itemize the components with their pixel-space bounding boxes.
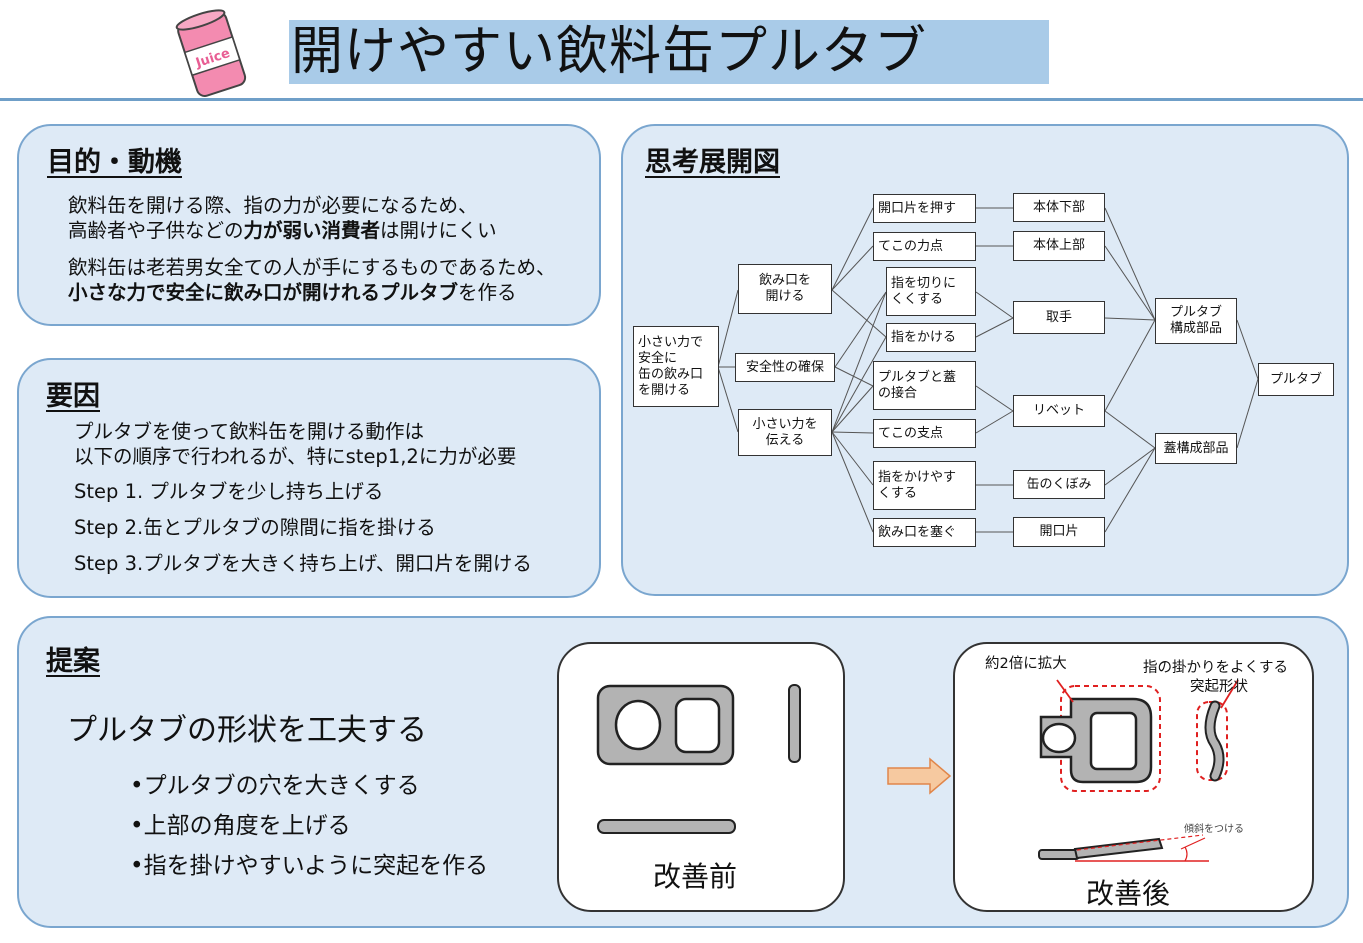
factors-line-2: 以下の順序で行われるが、特にstep1,2に力が必要 (74, 445, 517, 468)
pulltab-after-drawing (1038, 679, 1239, 862)
pulltab-before-drawing (596, 684, 801, 834)
purpose-line-1: 飲料缶を開ける際、指の力が必要になるため、 (68, 194, 478, 217)
mm-node-seal: 飲み口を塞ぐ (873, 518, 976, 547)
mm-node-open: 飲み口を 開ける (738, 264, 832, 314)
note-enlarge: 約2倍に拡大 (985, 656, 1067, 672)
mm-node-push: 開口片を押す (873, 194, 976, 223)
factors-panel (17, 358, 601, 598)
factors-heading: 要因 (46, 381, 100, 412)
factors-step-2: Step 2.缶とプルタブの隙間に指を掛ける (74, 516, 436, 539)
note-slope: 傾斜をつける (1184, 824, 1244, 835)
proposal-bullet-2: •上部の角度を上げる (130, 813, 351, 839)
mm-node-lid-parts: 蓋構成部品 (1155, 433, 1237, 464)
mm-node-joint: プルタブと蓋 の接合 (873, 361, 976, 410)
mm-node-dent: 缶のくぼみ (1013, 470, 1105, 499)
mindmap-heading: 思考展開図 (645, 147, 780, 178)
header-divider (0, 98, 1363, 101)
mm-node-lever-force: てこの力点 (873, 232, 976, 261)
mm-node-body-lower: 本体下部 (1013, 193, 1105, 222)
note-grip-line-2: 突起形状 (1190, 679, 1248, 695)
factors-step-1: Step 1. プルタブを少し持ち上げる (74, 480, 384, 503)
note-grip-line-1: 指の掛かりをよくする (1143, 660, 1288, 676)
before-caption: 改善前 (653, 860, 738, 893)
mm-node-rivet: リベット (1013, 395, 1105, 427)
mm-node-root: 小さい力で 安全に 缶の飲み口 を開ける (633, 326, 719, 407)
mm-node-transmit: 小さい力を 伝える (738, 409, 832, 456)
mm-node-body-upper: 本体上部 (1013, 231, 1105, 261)
page-title: 開けやすい飲料缶プルタブ (289, 20, 1049, 84)
mm-node-finger-hook: 指をかける (886, 323, 976, 352)
purpose-panel (17, 124, 601, 326)
mm-node-pulltab-parts: プルタブ 構成部品 (1155, 298, 1237, 344)
after-caption: 改善後 (1086, 877, 1171, 910)
factors-step-3: Step 3.プルタブを大きく持ち上げ、開口片を開ける (74, 552, 532, 575)
proposal-heading: 提案 (46, 646, 100, 677)
mm-node-safety: 安全性の確保 (735, 353, 835, 382)
improvement-arrow-icon (887, 757, 952, 795)
purpose-line-2: 高齢者や子供などの力が弱い消費者は開けにくい (68, 219, 497, 242)
proposal-main: プルタブの形状を工夫する (67, 713, 427, 748)
purpose-emphasis-weak: 力が弱い消費者 (243, 219, 381, 242)
mm-node-handle: 取手 (1013, 301, 1105, 334)
purpose-line-4: 小さな力で安全に飲み口が開けれるプルタブを作る (68, 281, 517, 304)
juice-can-icon: Juice (170, 6, 254, 98)
mm-node-finger-cut: 指を切りに くくする (886, 267, 976, 316)
purpose-line-3: 飲料缶は老若男女全ての人が手にするものであるため、 (68, 256, 556, 279)
proposal-bullet-3: •指を掛けやすいように突起を作る (130, 853, 489, 879)
mm-node-pulltab: プルタブ (1258, 363, 1334, 396)
mm-node-fulcrum: てこの支点 (873, 419, 976, 448)
factors-line-1: プルタブを使って飲料缶を開ける動作は (74, 420, 425, 443)
mm-node-easy-hook: 指をかけやす くする (873, 461, 976, 510)
proposal-bullet-1: •プルタブの穴を大きくする (130, 773, 420, 799)
mm-node-opening: 開口片 (1013, 517, 1105, 547)
purpose-emphasis-goal: 小さな力で安全に飲み口が開けれるプルタブ (68, 281, 459, 304)
purpose-heading: 目的・動機 (47, 147, 182, 178)
mindmap-panel (621, 124, 1349, 596)
